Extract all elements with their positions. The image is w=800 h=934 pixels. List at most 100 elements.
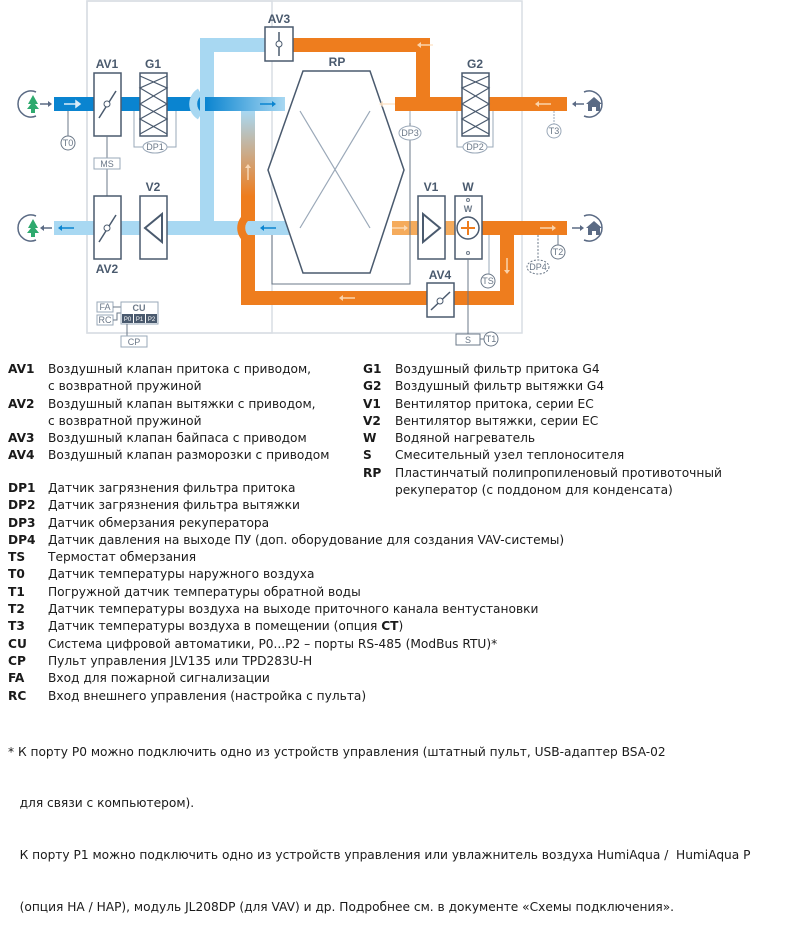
legend-item: FA Вход для пожарной сигнализации	[8, 670, 564, 687]
port-p1[interactable]	[134, 314, 145, 323]
footnote: * К порту P0 можно подключить одно из ус…	[8, 709, 750, 934]
legend-code: CP	[8, 653, 26, 668]
legend-text: Погружной датчик температуры обратной во…	[48, 584, 361, 599]
p1-label: P1	[136, 317, 144, 323]
dp2-label: DP2	[466, 142, 484, 152]
legend-code: DP4	[8, 532, 36, 547]
cp-label: CP	[128, 337, 141, 347]
damper-av2[interactable]	[93, 195, 122, 260]
legend-item: AV4 Воздушный клапан разморозки с приводо…	[8, 447, 329, 464]
legend-text: Термостат обмерзания	[48, 550, 197, 565]
ms-box	[93, 157, 121, 170]
outdoor-exhaust-icon	[17, 214, 52, 242]
unit-frame-right	[86, 0, 523, 334]
tree-icon	[27, 219, 39, 237]
av1-label: AV1	[96, 57, 119, 71]
legend-code: T0	[8, 567, 25, 582]
legend-item: V2 Вентилятор вытяжки, серии ЕС	[363, 413, 722, 430]
legend-code: S	[363, 448, 372, 463]
duct-crossover-hump-2	[237, 212, 251, 244]
legend-code: AV3	[8, 431, 35, 446]
duct-bypass-vertical	[200, 38, 214, 228]
legend-text-cont: с возвратной пружиной	[48, 413, 202, 428]
p2-label: P2	[148, 317, 156, 323]
legend-text: Датчик температуры воздуха на выходе при…	[48, 602, 539, 617]
legend-code: W	[363, 431, 377, 446]
legend-text: Датчик давления на выходе ПУ (доп. обору…	[48, 532, 565, 547]
ts-label: TS	[482, 276, 494, 286]
legend-text: Воздушный фильтр вытяжки G4	[395, 379, 605, 394]
footnote-line: для связи с компьютером).	[8, 796, 195, 811]
legend-text: Датчик температуры наружного воздуха	[48, 567, 315, 582]
legend-text: Вход для пожарной сигнализации	[48, 671, 270, 686]
av4-label: AV4	[429, 268, 452, 282]
legend-text-suffix: )	[398, 619, 404, 634]
legend-text: Датчик загрязнения фильтра вытяжки	[48, 498, 300, 513]
room-exhaust-icon	[572, 90, 603, 118]
w-inner-label: W	[464, 204, 473, 214]
duct-bypass-exhaust-vertical	[416, 38, 430, 104]
t2-label: T2	[553, 247, 564, 257]
legend-text: Пульт управления JLV135 или TPD283U-H	[48, 653, 313, 668]
legend-text: Датчик загрязнения фильтра притока	[48, 481, 296, 495]
duct-bypass-exhaust-top	[290, 38, 430, 52]
legend-text-bold: CT	[381, 619, 399, 634]
legend-text: Смесительный узел теплоносителя	[395, 448, 625, 463]
legend-text: Пластинчатый полипропиленовый противоточ…	[395, 465, 722, 480]
legend-text-cont: рекуператор (с поддоном для конденсата)	[395, 483, 673, 498]
duct-defrost-vertical	[241, 111, 255, 301]
tree-icon	[27, 95, 39, 113]
filter-g2[interactable]	[461, 72, 490, 137]
legend-code: AV4	[8, 448, 35, 463]
legend-text: Воздушный клапан разморозки с приводом	[48, 448, 330, 463]
cu-label: CU	[133, 303, 146, 313]
legend-text: Датчик температуры воздуха в помещении (…	[48, 618, 403, 635]
legend-text: Воздушный фильтр притока G4	[395, 362, 600, 376]
legend-text: Вентилятор притока, серии ЕС	[395, 396, 594, 411]
t1-label: T1	[486, 334, 497, 344]
legend-code: T2	[8, 602, 25, 617]
duct-bypass-top	[200, 38, 265, 52]
legend-item: CP Пульт управления JLV135 или TPD283U-H	[8, 653, 564, 670]
legend-text-main: Датчик температуры воздуха в помещении (…	[48, 619, 382, 634]
legend-item: S Смесительный узел теплоносителя	[363, 447, 722, 464]
dp3-label: DP3	[401, 128, 419, 138]
port-p2[interactable]	[146, 314, 157, 323]
v2-label: V2	[146, 180, 161, 194]
duct-crossover-hump	[189, 88, 203, 120]
port-p0[interactable]	[122, 314, 133, 323]
duct-supply-to-room	[472, 221, 567, 235]
rp-label: RP	[329, 55, 346, 69]
legend-text: Вентилятор вытяжки, серии ЕС	[395, 413, 599, 428]
house-icon	[586, 97, 602, 111]
w-label: W	[462, 180, 474, 194]
ms-label: MS	[100, 159, 114, 169]
legend-item: T2 Датчик температуры воздуха на выходе п…	[8, 601, 564, 618]
legend-code: V2	[363, 413, 381, 428]
cp-box	[120, 335, 148, 348]
legend-text: Система цифровой автоматики, P0...P2 – п…	[48, 636, 498, 651]
legend-text-cont: с возвратной пружиной	[48, 379, 202, 394]
legend-item: DP4 Датчик давления на выходе ПУ (доп. об…	[8, 532, 564, 549]
duct-supply-to-rp	[205, 97, 285, 111]
footnote-line: * К порту P0 можно подключить одно из ус…	[8, 744, 666, 759]
legend-item: T0 Датчик температуры наружного воздуха	[8, 566, 564, 583]
v1-label: V1	[424, 180, 439, 194]
fa-label: FA	[99, 302, 110, 312]
ventilation-schematic: RP AV3 AV1 G1 DP1 T0 MS AV2 V2 V1 W W TS	[17, 0, 603, 348]
legend-code: FA	[8, 671, 25, 686]
